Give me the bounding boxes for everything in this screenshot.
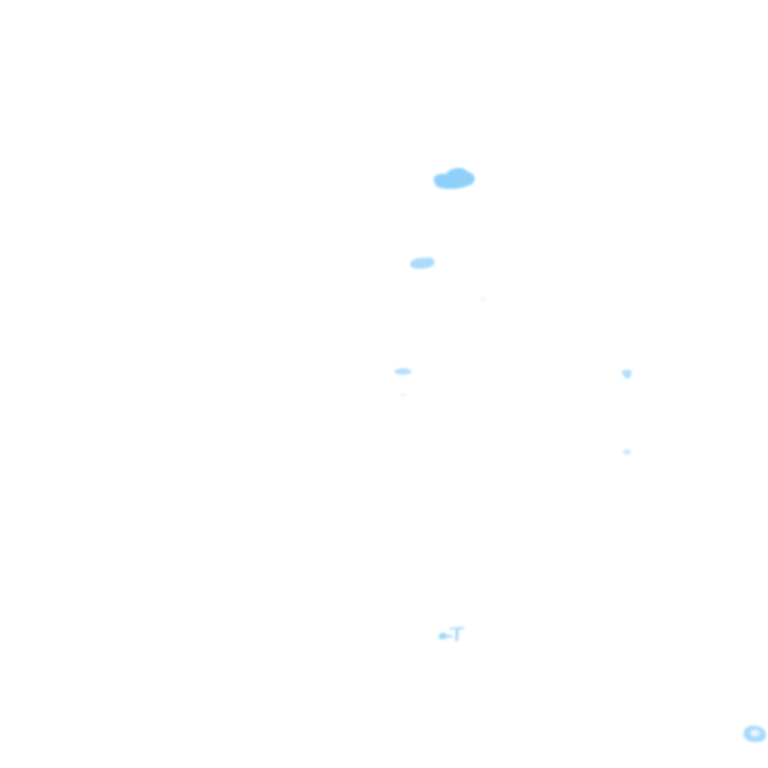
small-blob-right bbox=[619, 366, 635, 382]
squiggle-blob bbox=[436, 622, 468, 646]
tiny-blob-right bbox=[621, 446, 633, 458]
speck-b bbox=[401, 393, 405, 397]
large-blob bbox=[430, 164, 478, 192]
small-blob-left bbox=[393, 366, 413, 377]
speck-a bbox=[481, 297, 485, 301]
corner-blob bbox=[740, 720, 768, 746]
medium-blob bbox=[408, 254, 438, 272]
